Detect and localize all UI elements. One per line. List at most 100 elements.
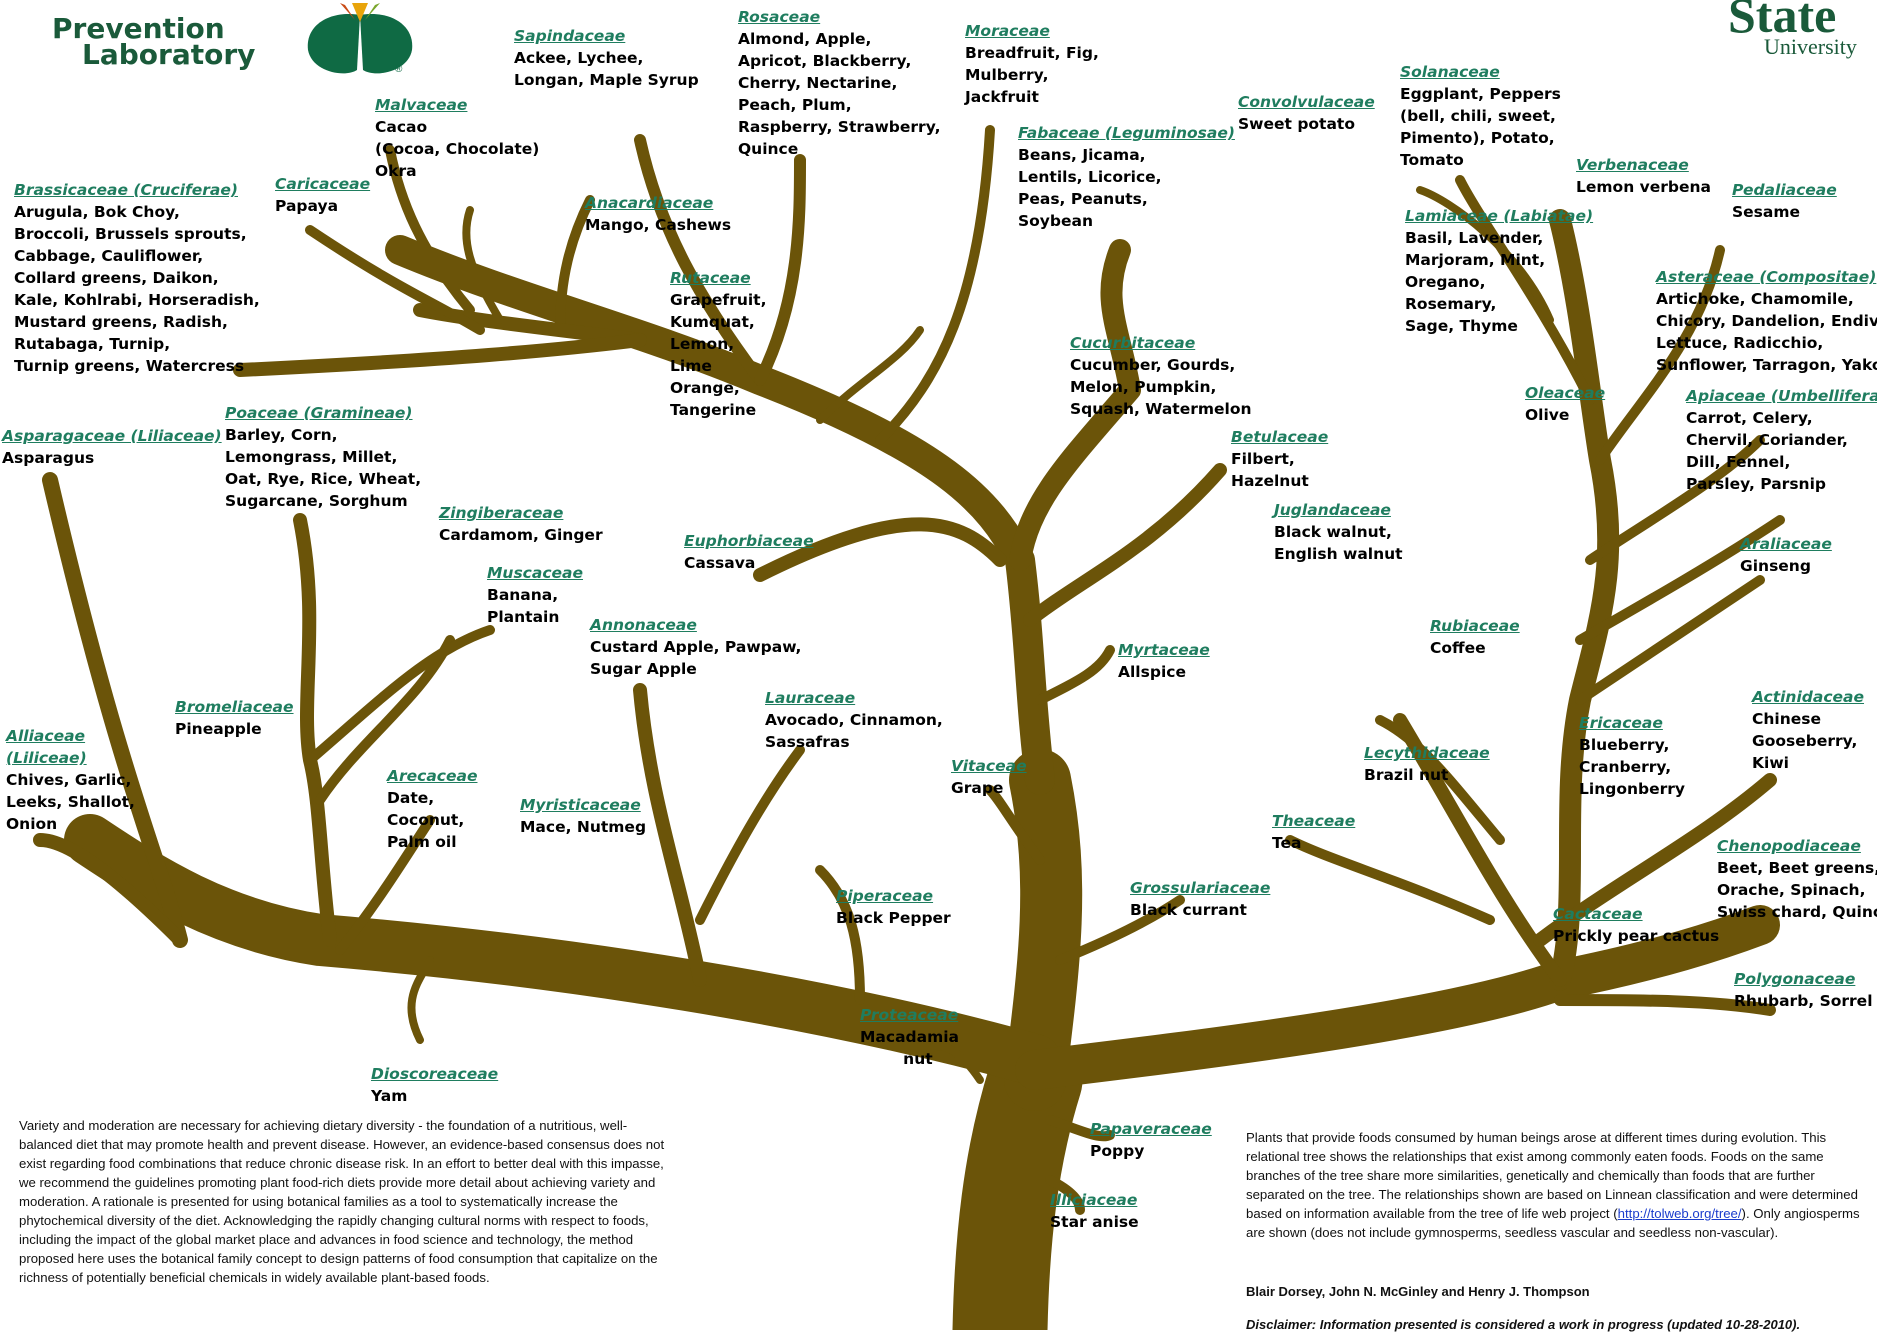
- family-name: Cactaceae: [1553, 905, 1643, 923]
- family-name: Bromeliaceae: [175, 698, 294, 716]
- family-name: Vitaceae: [951, 757, 1027, 775]
- family-name: Grossulariaceae: [1130, 879, 1271, 897]
- family-foods: Pineapple: [175, 720, 262, 738]
- family-foods: Basil, Lavender, Marjoram, Mint, Oregano…: [1405, 229, 1546, 335]
- family-name: Fabaceae (Leguminosae): [1018, 124, 1235, 142]
- family-name: Rosaceae: [738, 8, 821, 26]
- family-foods: Ackee, Lychee, Longan, Maple Syrup: [514, 49, 699, 89]
- family-foods: Date, Coconut, Palm oil: [387, 789, 465, 851]
- family-foods: Black walnut, English walnut: [1274, 523, 1403, 563]
- description-text-after: ). Only angiosperms are shown (does not …: [1246, 1206, 1860, 1240]
- family-name: Oleaceae: [1525, 384, 1606, 402]
- family-name: Piperaceae: [836, 887, 934, 905]
- family-name: Juglandaceae: [1274, 501, 1391, 519]
- family-foods: Banana, Plantain: [487, 586, 560, 626]
- family-name: Zingiberaceae: [439, 504, 564, 522]
- tolweb-link[interactable]: http://tolweb.org/tree/: [1617, 1206, 1742, 1221]
- family-name: Lauraceae: [765, 689, 856, 707]
- family-name: Asteraceae (Compositae): [1656, 268, 1877, 286]
- family-apiaceae: Apiaceae (Umbelliferae) Carrot, Celery, C…: [1686, 385, 1877, 495]
- family-name: Pedaliaceae: [1732, 181, 1837, 199]
- family-foods: Barley, Corn, Lemongrass, Millet, Oat, R…: [225, 426, 422, 510]
- family-name: Polygonaceae: [1734, 970, 1856, 988]
- family-name: Annonaceae: [590, 616, 697, 634]
- family-name: Poaceae (Gramineae): [225, 404, 413, 422]
- family-asparagaceae: Asparagaceae (Liliaceae) Asparagus: [2, 425, 222, 469]
- family-lamiaceae: Lamiaceae (Labiatae) Basil, Lavender, Mar…: [1405, 205, 1593, 337]
- family-foods: Carrot, Celery, Chervil, Coriander, Dill…: [1686, 409, 1848, 493]
- family-foods: Lemon verbena: [1576, 178, 1711, 196]
- family-foods: Papaya: [275, 197, 339, 215]
- tree-trunk: [952, 1032, 1083, 1330]
- family-foods: Chives, Garlic, Leeks, Shallot, Onion: [6, 771, 135, 833]
- family-poaceae: Poaceae (Gramineae) Barley, Corn, Lemongr…: [225, 402, 421, 512]
- family-foods: Coffee: [1430, 639, 1486, 657]
- family-name: Lamiaceae (Labiatae): [1405, 207, 1594, 225]
- intro-paragraph: Variety and moderation are necessary for…: [19, 1118, 665, 1285]
- family-foods: Custard Apple, Pawpaw, Sugar Apple: [590, 638, 802, 678]
- family-name: Dioscoreaceae: [371, 1065, 499, 1083]
- tree-description-paragraph: Plants that provide foods consumed by hu…: [1246, 1128, 1866, 1242]
- family-foods: Asparagus: [2, 449, 95, 467]
- family-foods: Sweet potato: [1238, 115, 1355, 133]
- family-name: Papaveraceae: [1090, 1120, 1212, 1138]
- description-text-before: Plants that provide foods consumed by hu…: [1246, 1130, 1858, 1221]
- family-asteraceae: Asteraceae (Compositae)Artichoke, Chamom…: [1656, 266, 1877, 376]
- family-name: Araliaceae: [1740, 535, 1832, 553]
- family-foods: Cardamom, Ginger: [439, 526, 603, 544]
- family-foods: Avocado, Cinnamon, Sassafras: [765, 711, 943, 751]
- family-name: Betulaceae: [1231, 428, 1329, 446]
- family-fabaceae: Fabaceae (Leguminosae) Beans, Jicama, Len…: [1018, 122, 1235, 232]
- family-name: Sapindaceae: [514, 27, 626, 45]
- authors-line: Blair Dorsey, John N. McGinley and Henry…: [1246, 1284, 1590, 1299]
- family-foods: Beans, Jicama, Lentils, Licorice, Peas, …: [1018, 146, 1162, 230]
- family-foods: Allspice: [1118, 663, 1186, 681]
- lab-name-line1: Prevention: [52, 2, 225, 48]
- family-name: Apiaceae (Umbelliferae): [1686, 387, 1877, 405]
- family-foods: Filbert, Hazelnut: [1231, 450, 1309, 490]
- family-foods: Prickly pear cactus: [1553, 927, 1720, 945]
- family-name: Chenopodiaceae: [1717, 837, 1861, 855]
- family-name: Cucurbitaceae: [1070, 334, 1196, 352]
- family-foods: Cassava: [684, 554, 756, 572]
- family-foods: Tea: [1272, 834, 1302, 852]
- family-name: Anacardiaceae: [585, 194, 714, 212]
- family-foods: Yam: [371, 1087, 408, 1105]
- family-name: Alliaceae (Liliceae): [6, 727, 87, 767]
- family-name: Malvaceae: [375, 96, 468, 114]
- university-name-line2: University: [1764, 34, 1857, 59]
- family-foods: Blueberry, Cranberry, Lingonberry: [1579, 736, 1686, 798]
- family-name: Asparagaceae (Liliaceae): [2, 427, 222, 445]
- family-foods: Eggplant, Peppers (bell, chili, sweet, P…: [1400, 85, 1561, 169]
- family-foods: Olive: [1525, 406, 1570, 424]
- family-brassicaceae: Brassicaceae (Cruciferae)Arugula, Bok Ch…: [14, 179, 260, 377]
- disclaimer-line: Disclaimer: Information presented is con…: [1246, 1317, 1801, 1332]
- family-name: Caricaceae: [275, 175, 371, 193]
